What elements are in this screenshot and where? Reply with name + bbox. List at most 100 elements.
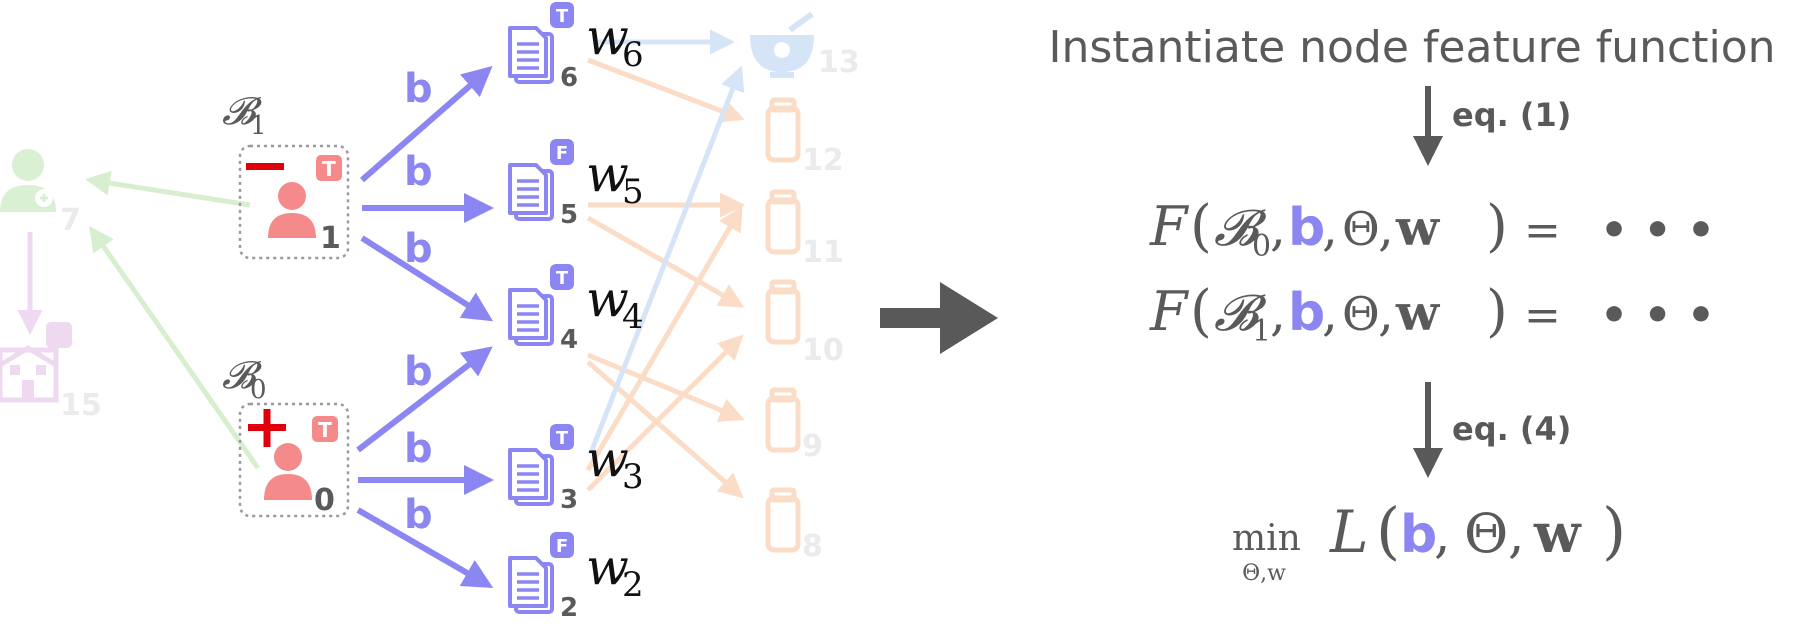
eq-w: w (1395, 283, 1441, 342)
faded-green-edges (85, 170, 261, 470)
doc-node-6: T 6w6 (508, 2, 644, 93)
faded-node-label: 8 (802, 529, 823, 564)
document-icon (508, 163, 554, 221)
document-icon (508, 26, 554, 84)
faded-node-label: 11 (802, 235, 844, 270)
equation-row-0: F ( 𝓑 0 , b , Θ , w ) = • • • (1149, 194, 1715, 264)
plus-sign-icon (248, 409, 286, 447)
faded-blue-edges (589, 29, 745, 451)
badge-box (312, 416, 338, 442)
medicine-bottle-icon (765, 279, 801, 345)
weight-subscript: 6 (622, 35, 644, 75)
user-icon (264, 443, 312, 500)
obj-w: w (1533, 501, 1582, 565)
eq-equals: = (1524, 205, 1561, 256)
node-id-label: 6 (560, 63, 578, 93)
edge-label-b: b (404, 349, 433, 395)
badge-label: T (556, 6, 569, 27)
eq-paren-close: ) (1486, 194, 1508, 259)
obj-paren-open: ( (1376, 494, 1400, 567)
weight-subscript: 5 (622, 172, 644, 212)
badge-label: F (556, 143, 568, 164)
eq-b: b (1288, 283, 1325, 343)
obj-comma: , (1434, 505, 1451, 565)
eq-comma: , (1322, 284, 1338, 342)
edge-1-6 (360, 66, 493, 183)
step-label-2: eq. (4) (1452, 410, 1571, 448)
medicine-bottle-icon (765, 97, 801, 163)
hospital-icon (0, 322, 72, 403)
user-icon (268, 182, 316, 238)
edge-label-b: b (404, 226, 433, 272)
edge-label-b: b (404, 492, 433, 538)
eq-paren-open: ( (1190, 194, 1212, 259)
user-node-box (238, 144, 350, 260)
weight-subscript: 3 (622, 457, 644, 497)
badge-box (550, 424, 574, 450)
eq-dots: • • • (1600, 290, 1715, 341)
eq-set-sub: 1 (1252, 314, 1271, 349)
equation-row-1: F ( 𝓑 1 , b , Θ , w ) = • • • (1149, 279, 1715, 349)
badge-box (550, 139, 574, 165)
badge-label: F (556, 536, 568, 557)
eq-comma: , (1270, 284, 1286, 342)
weight-label: w (586, 8, 629, 66)
eq-paren-close: ) (1486, 279, 1508, 344)
user-plus-icon (0, 149, 56, 212)
user-node-box (238, 402, 350, 518)
eq-comma: , (1270, 199, 1286, 257)
eq-comma: , (1378, 284, 1394, 342)
edge-label-b: b (404, 426, 433, 472)
badge-box (550, 532, 574, 558)
edge-0-2 (356, 507, 494, 588)
medicine-bowl-icon (750, 11, 814, 78)
eq-theta: Θ (1342, 202, 1380, 256)
document-icon (508, 556, 554, 614)
obj-paren-close: ) (1602, 494, 1626, 567)
badge-box (316, 155, 342, 181)
weight-subscript: 2 (622, 565, 644, 605)
obj-L: L (1329, 498, 1369, 566)
edge-label-b: b (404, 149, 433, 195)
eq-set-sub: 0 (1252, 229, 1271, 264)
node-id-label: 3 (560, 485, 578, 515)
obj-min: min (1232, 518, 1301, 559)
edge-label-b: b (404, 66, 433, 112)
user-node-0: 𝓑 0 T 0 (222, 353, 350, 518)
edge-0-4 (356, 346, 493, 453)
obj-b: b (1400, 505, 1437, 565)
panel-title: Instantiate node feature function (1048, 22, 1775, 73)
badge-label: T (556, 428, 569, 449)
step-label-1: eq. (1) (1452, 96, 1571, 134)
badge-label: T (318, 418, 332, 442)
eq-theta: Θ (1342, 287, 1380, 341)
faded-node-label: 12 (802, 143, 844, 178)
eq-equals: = (1524, 290, 1561, 341)
faded-graph: 7 15 13 12 11 10 (0, 11, 860, 564)
faded-orange-edges (585, 57, 745, 499)
edge-1-4 (360, 235, 494, 322)
document-icon (508, 448, 554, 506)
eq-F: F (1149, 280, 1190, 343)
medicine-bottle-icon (765, 189, 801, 255)
faded-node-label: 7 (60, 203, 81, 238)
badge-box (550, 2, 574, 28)
medicine-bottle-icon (765, 387, 801, 453)
weight-label: w (586, 145, 629, 203)
medicine-bottle-icon (765, 487, 801, 553)
user-doc-edges (356, 66, 494, 588)
badge-label: T (322, 157, 336, 181)
eq-F: F (1149, 195, 1190, 258)
node-id-label: 0 (314, 483, 335, 518)
eq-comma: , (1322, 199, 1338, 257)
weight-subscript: 4 (622, 297, 644, 337)
node-id-label: 4 (560, 325, 578, 355)
badge-box (550, 264, 574, 290)
set-label: 𝓑 (222, 353, 262, 397)
objective-row: min Θ,w L ( b , Θ , w ) (1232, 494, 1626, 586)
